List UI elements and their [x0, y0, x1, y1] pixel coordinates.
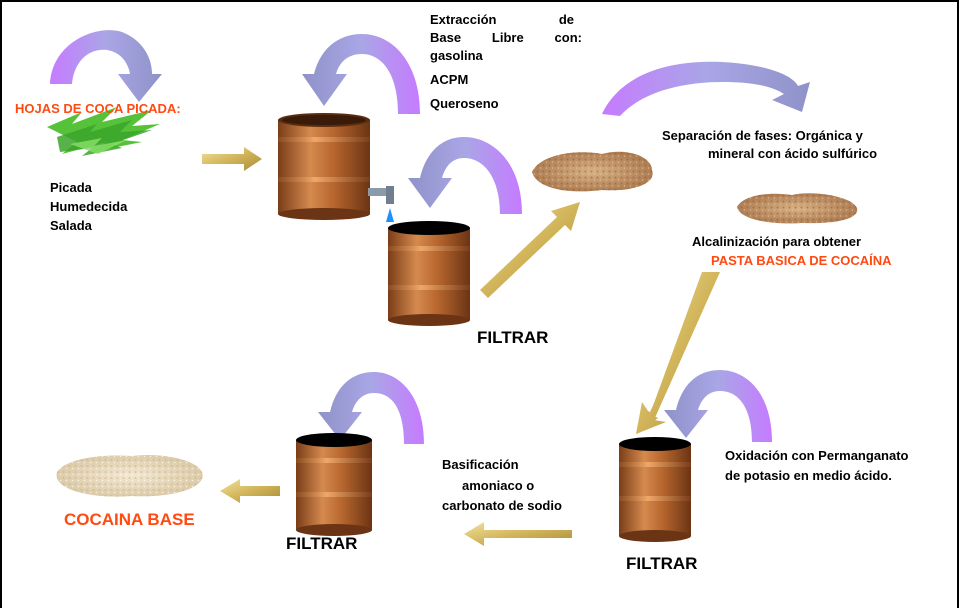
paste-pile-2 [737, 193, 858, 224]
solvent-gasolina: gasolina [430, 48, 483, 63]
barrel-extraction [278, 113, 394, 222]
basificacion-line-3: carbonato de sodio [442, 498, 562, 513]
filtrar-label-2: FILTRAR [626, 554, 698, 573]
basificacion-line-2: amoniaco o [462, 478, 535, 493]
coca-leaves [47, 107, 160, 156]
arrow-leaves-to-barrel [202, 147, 262, 171]
filtrar-label-1: FILTRAR [477, 328, 549, 347]
arrow-to-cocaine-base [220, 479, 280, 503]
separacion-line-2: mineral con ácido sulfúrico [708, 146, 878, 161]
solvent-acpm: ACPM [430, 72, 469, 87]
extraccion-line-1: Extracción de [430, 12, 574, 27]
curve-arrow-filter-3 [318, 372, 424, 444]
extraccion-line-2: Base Libre con: [430, 30, 582, 45]
alcalinizacion-label: Alcalinización para obtener [692, 234, 862, 249]
hojas-step-2: Humedecida [50, 199, 128, 214]
curve-arrow-filter-1 [408, 137, 522, 214]
arrow-pasta-to-filter [636, 272, 720, 434]
hojas-step-3: Salada [50, 218, 92, 233]
solvent-queroseno: Queroseno [430, 96, 499, 111]
curve-arrow-extraction [302, 34, 420, 114]
curve-arrow-separation [602, 61, 810, 116]
arrow-to-filter-3 [464, 522, 572, 546]
hojas-step-1: Picada [50, 180, 92, 195]
paste-pile-1 [532, 151, 653, 192]
barrel-filter-2 [619, 437, 691, 542]
separacion-line-1: Separación de fases: Orgánica y [662, 128, 863, 143]
barrel-filter-3 [296, 433, 372, 536]
arrow-filter-to-paste [480, 202, 580, 298]
cocaine-base-pile [56, 454, 203, 497]
basificacion-line-1: Basificación [442, 457, 519, 472]
cocaina-base-label: COCAINA BASE [64, 510, 195, 529]
curve-arrow-filter-2 [664, 370, 772, 442]
filtrar-label-3: FILTRAR [286, 534, 358, 553]
barrel-filter-1 [388, 221, 470, 326]
hojas-title: HOJAS DE COCA PICADA: [15, 101, 181, 116]
pasta-basica-label: PASTA BASICA DE COCAÍNA [711, 253, 892, 268]
oxidacion-line-1: Oxidación con Permanganato [725, 448, 909, 463]
curve-arrow-leaves [50, 30, 162, 102]
oxidacion-line-2: de potasio en medio ácido. [725, 468, 892, 483]
